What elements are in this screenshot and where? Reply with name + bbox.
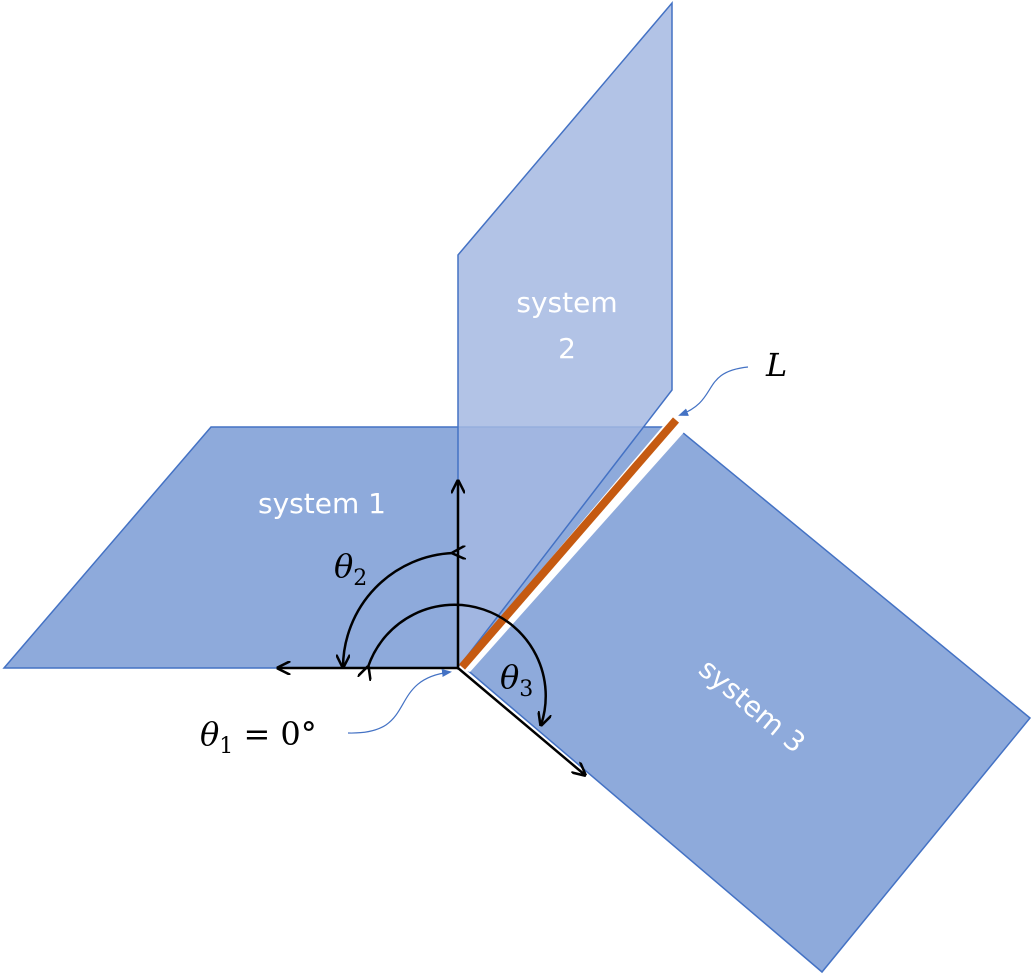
theta2-arc — [343, 553, 453, 667]
theta2-subscript: 2 — [353, 566, 367, 591]
theta3-arc — [368, 603, 546, 725]
theta1-subscript: 1 — [219, 734, 233, 759]
system-1-label: system 1 — [258, 487, 386, 520]
theta3-subscript: 3 — [519, 677, 533, 702]
callout-L — [678, 366, 749, 416]
theta3-symbol: θ — [500, 658, 519, 696]
system-2-label-line2: 2 — [558, 332, 576, 365]
theta1-value: = 0° — [233, 715, 317, 753]
theta3-label: θ3 — [500, 658, 533, 702]
theta2-label: θ2 — [334, 547, 367, 591]
theta2-symbol: θ — [334, 547, 353, 585]
interface-line-L — [458, 417, 680, 670]
callout-theta1 — [347, 669, 452, 734]
system-2-label-line1: system — [516, 286, 617, 319]
L-label: L — [765, 346, 787, 384]
theta1-label: θ1 = 0° — [200, 715, 317, 759]
theta1-symbol: θ — [200, 715, 219, 753]
